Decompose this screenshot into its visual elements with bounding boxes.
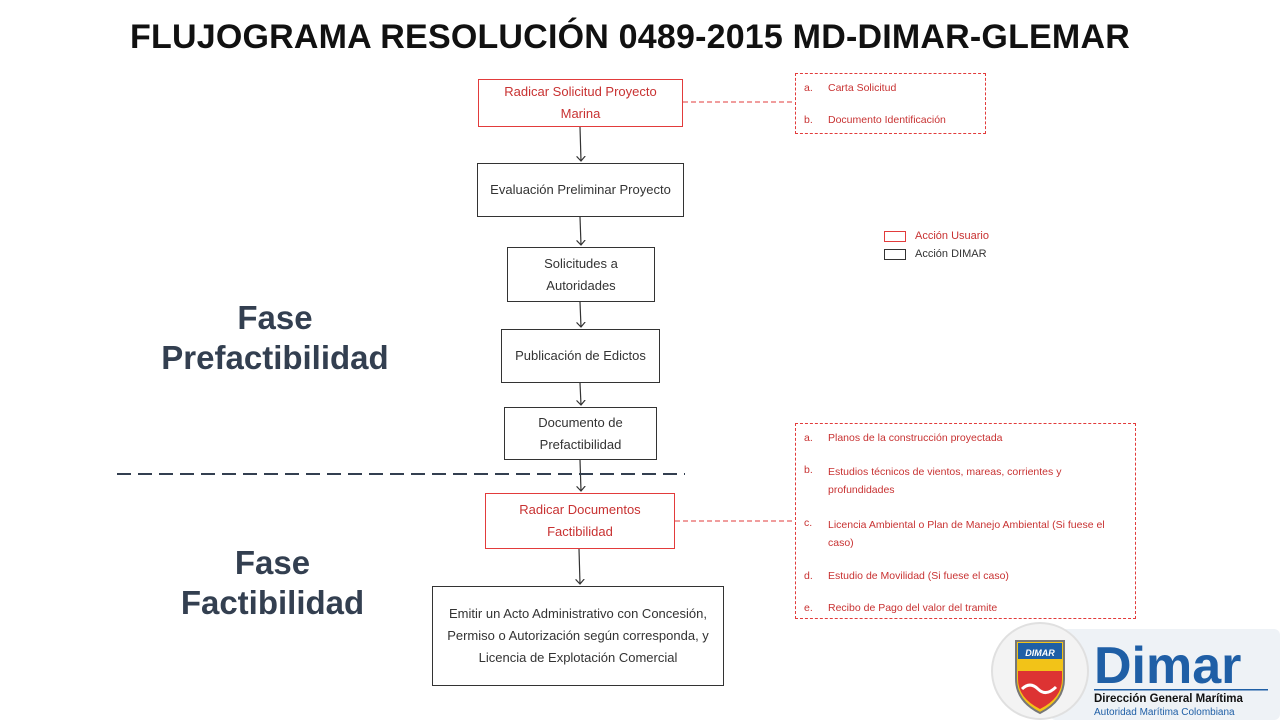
note-item: b.Estudios técnicos de vientos, mareas, … bbox=[804, 464, 1062, 496]
step-radicar-documentos: Radicar Documentos Factibilidad bbox=[485, 493, 675, 549]
legend-swatch-user bbox=[884, 230, 906, 242]
note-item: a.Carta Solicitud bbox=[804, 82, 897, 94]
note-item: c.Licencia Ambiental o Plan de Manejo Am… bbox=[804, 517, 1105, 549]
legend-swatch-dimar bbox=[884, 248, 906, 260]
step-emitir-acto: Emitir un Acto Administrativo con Conces… bbox=[432, 586, 724, 686]
note-item: b.Documento Identificación bbox=[804, 114, 946, 126]
step-evaluacion-preliminar: Evaluación Preliminar Proyecto bbox=[477, 163, 684, 217]
note-item: d.Estudio de Movilidad (Si fuese el caso… bbox=[804, 570, 1009, 582]
arrow-4-5 bbox=[580, 382, 581, 405]
arrow-5-6 bbox=[580, 459, 581, 491]
dimar-logo-graphic: DIMAR Dimar Dirección General Marítima A… bbox=[991, 622, 1280, 720]
phase-factibilidad-line2: Factibilidad bbox=[180, 584, 365, 621]
note-factibilidad-documents: a.Planos de la construcción proyectada b… bbox=[795, 423, 1136, 619]
logo-line2: Autoridad Marítima Colombiana bbox=[1094, 707, 1235, 718]
phase-prefactibilidad-label: Fase Prefactibilidad bbox=[150, 298, 400, 378]
legend-item-dimar: Acción DIMAR bbox=[884, 245, 989, 263]
phase-factibilidad-label: Fase Factibilidad bbox=[150, 543, 395, 623]
step-radicar-solicitud: Radicar Solicitud Proyecto Marina bbox=[478, 79, 683, 127]
legend: Acción Usuario Acción DIMAR bbox=[884, 227, 989, 263]
phase-prefactibilidad-line2: Prefactibilidad bbox=[161, 339, 389, 376]
logo-badge-text: DIMAR bbox=[1025, 648, 1055, 658]
arrow-1-2 bbox=[580, 126, 581, 161]
logo-line1: Dirección General Marítima bbox=[1094, 693, 1244, 705]
dimar-logo: DIMAR Dimar Dirección General Marítima A… bbox=[990, 621, 1280, 720]
arrow-2-3 bbox=[580, 216, 581, 245]
step-documento-prefactibilidad: Documento de Prefactibilidad bbox=[504, 407, 657, 460]
legend-label-dimar: Acción DIMAR bbox=[915, 248, 987, 260]
phase-factibilidad-line1: Fase bbox=[234, 544, 311, 581]
note-item: a.Planos de la construcción proyectada bbox=[804, 432, 1003, 444]
arrow-6-7 bbox=[579, 548, 580, 584]
note-item: e.Recibo de Pago del valor del tramite bbox=[804, 602, 998, 614]
legend-label-user: Acción Usuario bbox=[915, 230, 989, 242]
page-title: FLUJOGRAMA RESOLUCIÓN 0489-2015 MD-DIMAR… bbox=[130, 18, 1130, 56]
logo-brand-text: Dimar bbox=[1094, 637, 1241, 695]
note-solicitud-documents: a.Carta Solicitud b.Documento Identifica… bbox=[795, 73, 986, 134]
phase-prefactibilidad-line1: Fase bbox=[237, 299, 313, 336]
arrow-3-4 bbox=[580, 301, 581, 327]
step-solicitudes-autoridades: Solicitudes a Autoridades bbox=[507, 247, 655, 302]
step-publicacion-edictos: Publicación de Edictos bbox=[501, 329, 660, 383]
legend-item-user: Acción Usuario bbox=[884, 227, 989, 245]
